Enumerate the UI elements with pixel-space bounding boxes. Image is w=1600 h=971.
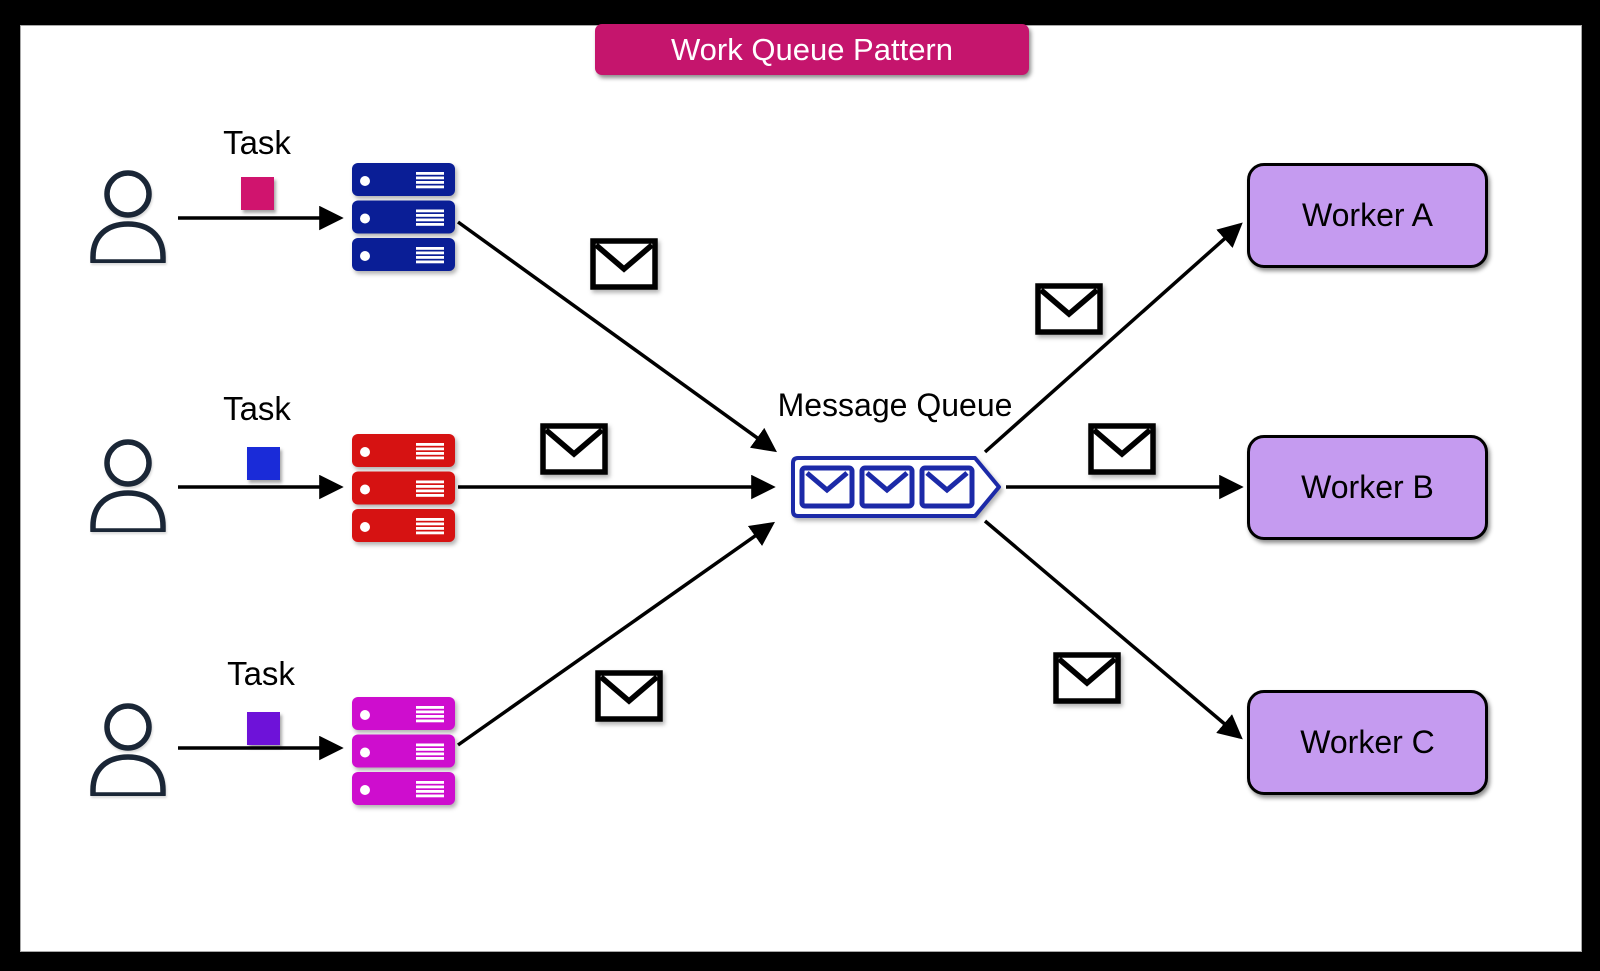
server-unit: [352, 471, 455, 505]
person-body: [90, 221, 166, 263]
queued-envelope-icon-1: [799, 465, 855, 509]
person-body: [90, 490, 166, 532]
server-unit: [352, 509, 455, 542]
envelope-icon-6: [1053, 652, 1121, 704]
worker-b-box: Worker B: [1247, 435, 1488, 540]
worker-a-label: Worker A: [1302, 197, 1433, 233]
person-head: [104, 439, 152, 487]
producer-3-task-label: Task: [227, 655, 295, 692]
producer-1-task-square: [241, 177, 274, 210]
person-body: [90, 754, 166, 796]
producer-3-server-stack-icon: [352, 697, 455, 805]
queued-envelope-icon-3: [919, 465, 975, 509]
producer-2-server-stack-icon: [352, 434, 455, 542]
producer-2-task-label: Task: [223, 390, 291, 427]
producer-3-task-square: [247, 712, 280, 745]
queue-pennant-icon: [791, 456, 1001, 518]
server-unit: [352, 200, 455, 234]
server-unit: [352, 734, 455, 768]
producer-3-person-icon: [90, 703, 166, 796]
worker-c-label: Worker C: [1300, 724, 1435, 760]
envelope-icon-3: [595, 670, 663, 722]
person-head: [104, 170, 152, 218]
diagram-title: Work Queue Pattern: [670, 31, 953, 67]
envelope-icon-4: [1035, 283, 1103, 335]
envelope-icon-1: [590, 238, 658, 290]
envelope-icon-5: [1088, 423, 1156, 475]
producer-1-server-stack-icon: [352, 163, 455, 271]
producer-1-task-label: Task: [223, 124, 291, 161]
person-head: [104, 703, 152, 751]
worker-c-box: Worker C: [1247, 690, 1488, 795]
message-queue-label: Message Queue: [777, 387, 1013, 423]
producer-1-person-icon: [90, 170, 166, 263]
worker-b-label: Worker B: [1301, 469, 1434, 505]
producer-2-person-icon: [90, 439, 166, 532]
server-unit: [352, 238, 455, 271]
worker-a-box: Worker A: [1247, 163, 1488, 268]
title-banner: Work Queue Pattern: [595, 24, 1029, 75]
server-unit: [352, 697, 455, 730]
producer-2-task-square: [247, 447, 280, 480]
server-unit: [352, 772, 455, 805]
server-unit: [352, 163, 455, 196]
queued-envelope-icon-2: [859, 465, 915, 509]
server-unit: [352, 434, 455, 467]
envelope-icon-2: [540, 423, 608, 475]
